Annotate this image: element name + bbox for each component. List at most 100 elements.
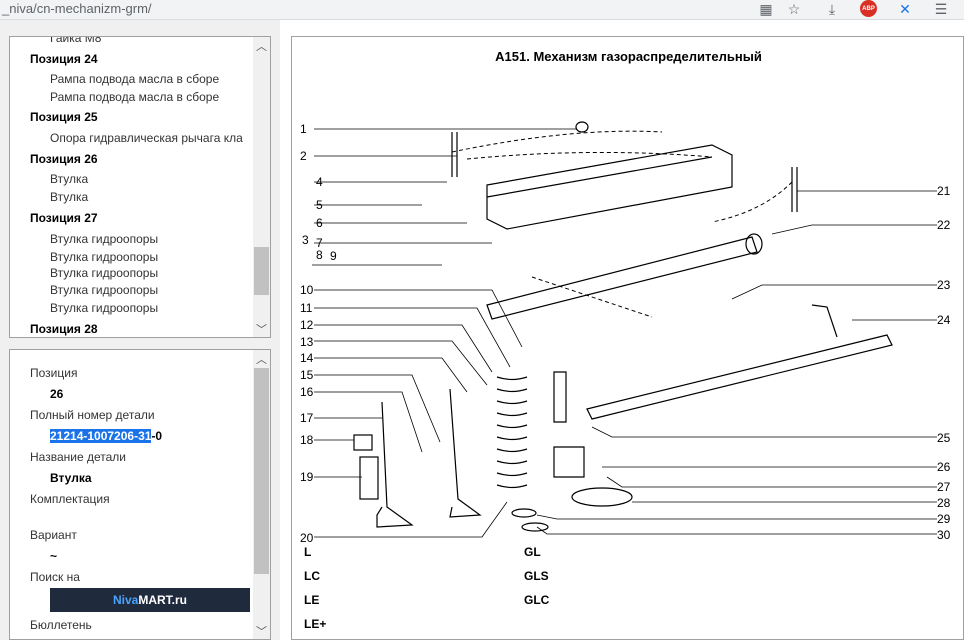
tree-position-heading[interactable]: Позиция 28	[30, 322, 98, 336]
washer-29	[511, 508, 537, 518]
callout-label: 20	[300, 531, 314, 545]
callout-label: 9	[330, 249, 337, 263]
oil-ramp-shape	[586, 334, 893, 420]
nut-shape	[575, 121, 589, 133]
callout-label: 17	[300, 411, 314, 425]
address-bar[interactable]: _niva/cn-mechanizm-grm/	[2, 1, 152, 16]
callout-label: 15	[300, 368, 314, 382]
scroll-down-icon[interactable]: ﹀	[256, 625, 267, 638]
callout-label: 23	[937, 278, 951, 292]
tree-part-item[interactable]: Гайка М8	[50, 36, 102, 45]
details-scrollbar[interactable]: ︿ ﹀	[253, 350, 270, 639]
ramp-bracket	[811, 304, 838, 338]
valve-seal	[553, 446, 585, 478]
callout-label: 25	[937, 431, 951, 445]
tree-part-item[interactable]: Рампа подвода масла в сборе	[50, 72, 220, 86]
callout-label: 29	[937, 512, 951, 526]
callout-label: 16	[300, 385, 314, 399]
variant-label: GLC	[524, 593, 550, 607]
diagram-panel: A151. Механизм газораспределительный	[291, 36, 964, 640]
part-number-value[interactable]: 21214-1007206-31-0	[50, 429, 162, 443]
variant-label: LE	[304, 593, 320, 607]
sleeve-19	[359, 456, 379, 500]
part-details-panel: Позиция 26 Полный номер детали 21214-100…	[9, 349, 271, 640]
position-label: Позиция	[30, 366, 78, 380]
callout-label: 11	[300, 301, 313, 315]
callout-label: 14	[300, 351, 314, 365]
shop-brand-part-1: Niva	[112, 593, 139, 607]
scroll-thumb[interactable]	[254, 368, 269, 574]
part-name-label: Название детали	[30, 450, 126, 464]
tree-scrollbar[interactable]: ︿ ﹀	[253, 37, 270, 337]
callout-label: 1	[300, 122, 307, 136]
tree-part-item[interactable]: Втулка гидроопоры	[50, 232, 159, 246]
part-number-selection: 21214-1007206-31	[50, 429, 152, 443]
callout-label: 4	[316, 175, 323, 189]
tree-part-item[interactable]: Опора гидравлическая рычага кла	[50, 131, 243, 145]
sword-icon[interactable]: ✕	[899, 0, 911, 17]
parts-tree-panel: Гайка М8 Позиция 24 Рампа подвода масла в …	[9, 36, 271, 338]
callout-label: 18	[300, 433, 314, 447]
scroll-down-icon[interactable]: ﹀	[256, 323, 267, 336]
washer-30	[521, 522, 549, 532]
tree-position-heading[interactable]: Позиция 27	[30, 211, 98, 225]
callout-label: 2	[300, 149, 307, 163]
rocker-housing-shape	[486, 144, 733, 230]
tree-part-item[interactable]: Втулка	[50, 190, 89, 204]
tree-part-item[interactable]: Втулка гидроопоры	[50, 250, 159, 264]
callout-label: 8	[316, 248, 323, 262]
tree-position-heading[interactable]: Позиция 24	[30, 52, 98, 66]
tree-position-heading[interactable]: Позиция 25	[30, 110, 98, 124]
variant-label: GL	[524, 545, 541, 559]
scroll-up-icon[interactable]: ︿	[256, 353, 267, 366]
callout-label: 10	[300, 283, 314, 297]
tree-part-item[interactable]: Втулка гидроопоры	[50, 283, 159, 297]
kit-label: Комплектация	[30, 492, 110, 506]
tree-part-item[interactable]: Втулка	[50, 172, 89, 186]
scroll-up-icon[interactable]: ︿	[256, 40, 267, 53]
callout-label: 30	[937, 528, 951, 542]
callout-label: 7	[316, 236, 323, 250]
callout-label: 12	[300, 318, 314, 332]
cap-18	[353, 434, 373, 451]
callout-label: 24	[937, 313, 951, 327]
shop-brand-part-2: MART.ru	[138, 593, 188, 607]
rocker-housing-ridge	[486, 156, 713, 198]
download-icon[interactable]: ⤓	[828, 0, 836, 17]
diagram-title: A151. Механизм газораспределительный	[495, 49, 762, 64]
tree-part-item[interactable]: Втулка гидроопоры	[50, 301, 159, 315]
callout-label: 6	[316, 216, 323, 230]
callout-label: 27	[937, 480, 951, 494]
menu-icon[interactable]: ☰	[934, 0, 948, 17]
part-number-label: Полный номер детали	[30, 408, 155, 422]
adblock-icon[interactable]: ABP	[860, 0, 877, 17]
callout-label: 21	[937, 184, 951, 198]
hydraulic-lifter	[553, 371, 567, 423]
variant-label: Вариант	[30, 528, 77, 542]
callout-label: 19	[300, 470, 314, 484]
valve-shape-2	[449, 388, 482, 518]
variant-label: LC	[304, 569, 320, 583]
stud-shape	[451, 132, 458, 177]
part-number-rest: -0	[151, 429, 163, 443]
camshaft-shape	[486, 236, 758, 320]
callout-label: 26	[937, 460, 951, 474]
browser-toolbar: _niva/cn-mechanizm-grm/ ▦ ☆ ⤓ ABP ✕ ☰	[0, 0, 964, 20]
variant-label: LE+	[304, 617, 327, 631]
camshaft-end	[745, 233, 763, 255]
callout-label: 3	[302, 233, 309, 247]
callout-label: 28	[937, 496, 951, 510]
grid-icon[interactable]: ▦	[759, 0, 773, 17]
tree-part-item[interactable]: Рампа подвода масла в сборе	[50, 90, 220, 104]
variant-label: L	[304, 545, 312, 559]
valve-shape	[376, 401, 414, 528]
variant-label: GLS	[524, 569, 549, 583]
tree-part-item[interactable]: Втулка гидроопоры	[50, 266, 159, 280]
callout-label: 13	[300, 335, 314, 349]
star-icon[interactable]: ☆	[787, 0, 801, 17]
stud-shape-right	[791, 167, 798, 212]
scroll-thumb[interactable]	[254, 247, 269, 295]
tree-position-heading[interactable]: Позиция 26	[30, 152, 98, 166]
search-label: Поиск на	[30, 570, 80, 584]
